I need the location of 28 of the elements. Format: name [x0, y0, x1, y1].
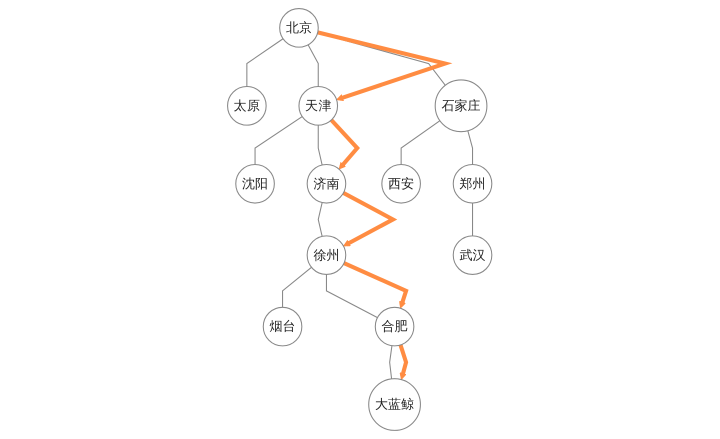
connector [318, 125, 323, 166]
connector [282, 266, 312, 308]
node-circle: 徐州 [306, 235, 347, 275]
connector [326, 274, 378, 318]
node-circle: 石家庄 [434, 79, 488, 132]
arrow [398, 344, 408, 380]
node-circle: 大蓝鲸 [368, 378, 422, 431]
arrow [342, 191, 398, 246]
node-circle: 郑州 [453, 164, 493, 204]
connector [308, 44, 320, 87]
node-circle: 沈阳 [236, 164, 276, 204]
arrow [330, 118, 360, 170]
connector [318, 202, 323, 237]
node-circle: 烟台 [263, 306, 303, 346]
connector [246, 38, 284, 87]
connector [254, 116, 303, 164]
connector [468, 130, 474, 164]
node-circle: 西安 [382, 164, 422, 204]
connector [389, 346, 393, 379]
connector [400, 120, 441, 164]
node-circle: 太原 [227, 86, 267, 126]
connector [472, 203, 474, 236]
node-circle: 天津 [298, 86, 338, 126]
arrow [344, 261, 409, 309]
node-circle: 合肥 [375, 306, 415, 346]
node-circle: 北京 [279, 8, 320, 48]
node-circle: 济南 [306, 164, 347, 204]
node-circle: 武汉 [453, 235, 493, 275]
